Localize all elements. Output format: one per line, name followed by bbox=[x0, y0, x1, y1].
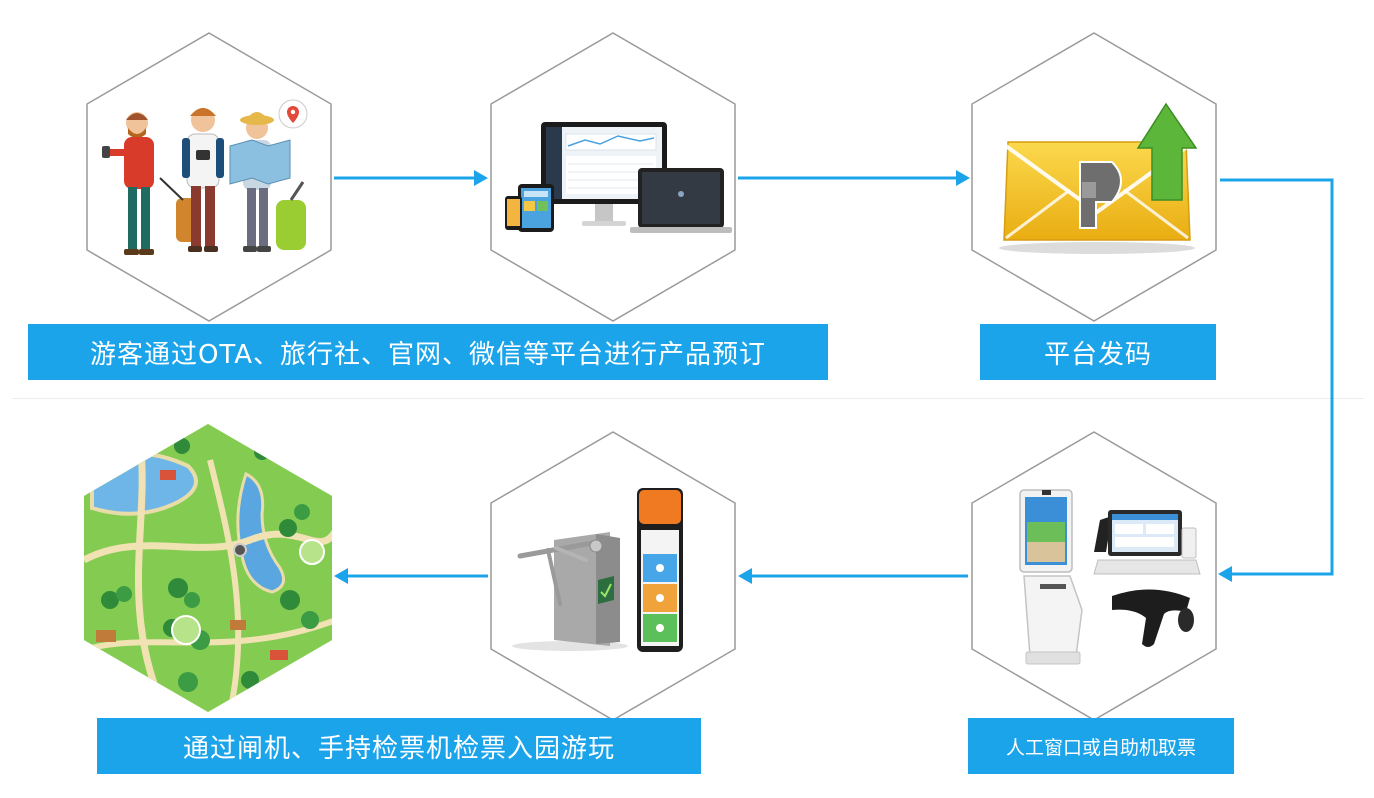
connector-2-3 bbox=[738, 170, 970, 186]
step-3-label: 平台发码 bbox=[980, 324, 1216, 380]
code-envelope-icon bbox=[999, 102, 1198, 254]
hexagon-step-4 bbox=[971, 431, 1217, 721]
tourists-icon bbox=[102, 99, 308, 255]
step-6-label: 通过闸机、手持检票机检票入园游玩 bbox=[97, 718, 701, 774]
connector-4-5 bbox=[738, 568, 968, 584]
devices-icon bbox=[505, 122, 732, 233]
row-divider bbox=[12, 398, 1364, 399]
connector-3-4 bbox=[1218, 178, 1334, 582]
step-1-label: 游客通过OTA、旅行社、官网、微信等平台进行产品预订 bbox=[28, 324, 828, 380]
park-map-icon bbox=[84, 424, 332, 712]
kiosk-icon bbox=[1019, 489, 1201, 665]
step-4-label: 人工窗口或自助机取票 bbox=[968, 718, 1234, 774]
connector-1-2 bbox=[334, 170, 488, 186]
connector-5-6 bbox=[334, 568, 488, 584]
turnstile-handheld-icon bbox=[512, 488, 683, 652]
